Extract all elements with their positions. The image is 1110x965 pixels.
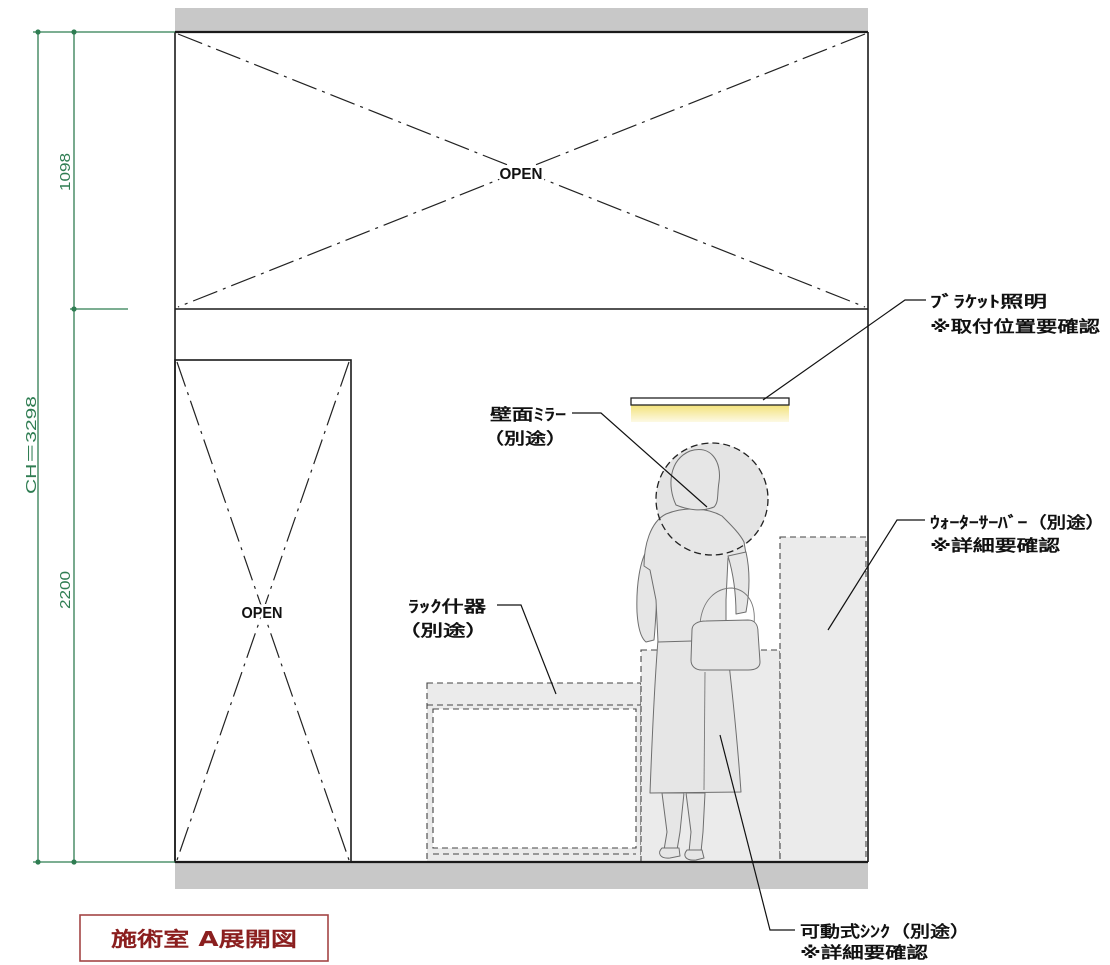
door-opening-diagonal <box>176 361 350 861</box>
water-server-leader <box>827 519 925 631</box>
dimension-dot <box>71 306 77 312</box>
movable-sink-leader <box>719 734 795 931</box>
person-skirt <box>649 637 742 794</box>
title-box <box>79 914 329 962</box>
person-figure <box>636 449 761 861</box>
person-blouse <box>643 508 747 643</box>
drawing-title: 施術室 A展開図 <box>111 927 297 951</box>
ceiling-slab <box>175 8 868 32</box>
dimension-dot <box>71 29 77 35</box>
title-block: 施術室 A展開図 <box>79 914 329 962</box>
skirt-fold-line <box>703 671 706 791</box>
bracket-light-label: ﾌﾞﾗｹｯﾄ照明 <box>930 292 1047 311</box>
upper-opening-label: OPEN <box>500 166 543 183</box>
rack-opening <box>432 708 637 849</box>
rack-fixture <box>426 682 642 863</box>
person-right-arm <box>727 551 750 615</box>
water-server-note: ※詳細要確認 <box>930 536 1060 555</box>
wall-mirror-leader <box>572 412 708 508</box>
person-hair <box>670 449 720 511</box>
dimension-dot <box>35 859 41 865</box>
water-server-label: ｳｫｰﾀｰｻｰﾊﾞｰ（別途） <box>930 513 1105 532</box>
upper-opening: OPEN <box>177 33 866 308</box>
dimension-lower-value: 2200 <box>57 571 74 609</box>
rack-fixture-leader <box>497 604 557 695</box>
dimension-dot <box>71 859 77 865</box>
dimension-dot <box>35 29 41 35</box>
floor-slab <box>175 862 868 889</box>
wall-mirror-outline <box>655 442 769 556</box>
bracket-light <box>630 397 790 406</box>
bracket-light-note: ※取付位置要確認 <box>930 317 1100 336</box>
water-server <box>779 536 867 863</box>
dimension-total-value: CH＝3298 <box>23 396 40 494</box>
upper-opening-diagonal <box>177 33 866 308</box>
wall-mirror-label: 壁面ﾐﾗｰ <box>490 405 566 424</box>
dimension-upper-value: 1098 <box>57 153 74 191</box>
rack-fixture-note: （別途） <box>398 621 488 640</box>
wall-mirror-note: （別途） <box>483 429 567 448</box>
movable-sink-note: ※詳細要確認 <box>800 943 928 962</box>
door-opening-label: OPEN <box>242 605 283 622</box>
movable-sink-label: 可動式ｼﾝｸ（別途） <box>800 922 970 941</box>
handbag-handle <box>699 587 755 625</box>
dimension-group: 1098 2200 CH＝3298 <box>23 29 175 865</box>
bracket-light-leader <box>762 299 926 401</box>
handbag <box>690 619 761 671</box>
rack-fixture-label: ﾗｯｸ什器 <box>408 597 487 616</box>
bracket-light-glow <box>631 405 789 422</box>
person-shoes <box>659 847 705 861</box>
door-frame <box>174 359 352 863</box>
door-opening: OPEN <box>174 359 352 863</box>
